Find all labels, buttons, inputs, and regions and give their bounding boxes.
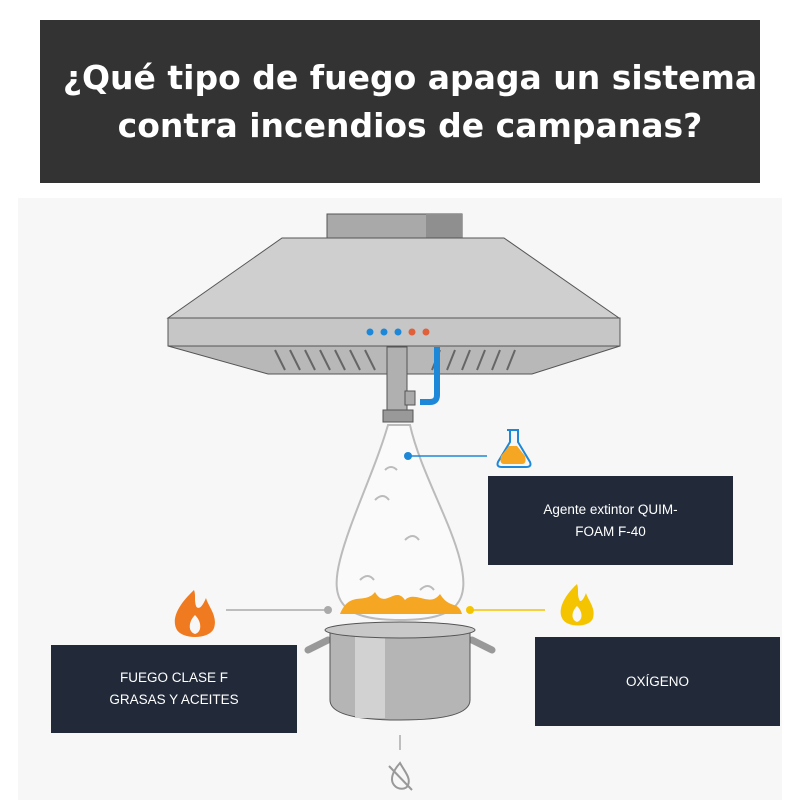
indicator-light <box>394 328 402 336</box>
agent-connector-dot <box>404 452 412 460</box>
indicator-light <box>380 328 388 336</box>
indicator-light <box>366 328 374 336</box>
nozzle-pipe <box>382 346 440 423</box>
indicator-light <box>408 328 416 336</box>
oxygen-label-text: OXÍGENO <box>625 673 689 689</box>
foam-spray <box>335 424 465 622</box>
agent-label-text: Agente extintor QUIM-FOAM F-40 <box>543 501 678 539</box>
agent-label: Agente extintor QUIM-FOAM F-40 <box>488 476 733 565</box>
page-title: ¿Qué tipo de fuego apaga un sistema cont… <box>62 57 758 145</box>
cooking-pot <box>304 592 496 721</box>
fire-class-line2: GRASAS Y ACEITES <box>109 692 239 707</box>
no-flame-icon <box>388 761 413 791</box>
title-banner: ¿Qué tipo de fuego apaga un sistema cont… <box>40 20 760 183</box>
fire-class-line1: FUEGO CLASE F <box>119 670 229 685</box>
oxygen-connector-dot <box>466 606 474 614</box>
flask-icon <box>496 429 532 468</box>
flame-icon <box>174 590 215 637</box>
fuel-connector-dot <box>324 606 332 614</box>
fire-class-label: FUEGO CLASE F GRASAS Y ACEITES <box>51 645 297 733</box>
oxygen-flame-icon <box>560 584 594 626</box>
indicator-light <box>422 328 430 336</box>
oxygen-label: OXÍGENO <box>535 637 780 726</box>
